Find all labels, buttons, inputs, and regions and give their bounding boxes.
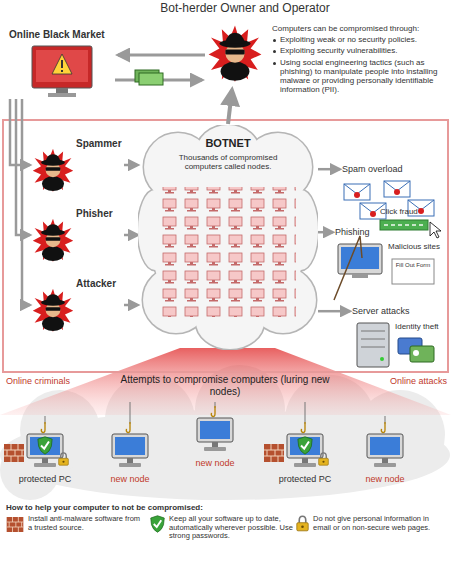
text-label-text: Malicious sites	[388, 242, 448, 251]
text-label: Computers can be compromised through:	[272, 24, 448, 33]
connector-arrow	[124, 164, 138, 167]
node-label: Server attacks	[352, 306, 430, 316]
legend-text: Do not give personal information in emai…	[313, 515, 447, 532]
node-label: protected PC	[6, 474, 84, 484]
bullet-dot	[273, 50, 276, 53]
node-label: Phishing	[335, 227, 377, 237]
node-label: Spammer	[76, 138, 124, 150]
attack-node: Phishing	[333, 226, 379, 238]
criminal-node: Attacker	[30, 275, 124, 335]
connector-arrow	[124, 234, 138, 237]
pc-node: new node	[90, 473, 170, 485]
node-label: Spam overload	[342, 164, 420, 174]
text-label: Attempts to compromise computers (luring…	[120, 374, 330, 397]
text-label: Online criminals	[6, 376, 106, 386]
botnet-cloud: BOTNET Thousands of compromised computers…	[138, 125, 318, 350]
node-label: Phisher	[76, 208, 124, 220]
bullet-text: Exploiting weak or no security policies.	[280, 35, 448, 44]
text-label-text: Online criminals	[6, 376, 106, 386]
text-label-text: Online attacks	[345, 376, 447, 386]
bullet-dot	[273, 62, 276, 65]
bullet-item: Exploiting weak or no security policies.	[272, 35, 448, 44]
text-label: Click fraud	[380, 207, 440, 216]
node-label: new node	[346, 474, 424, 484]
pc-node: new node	[175, 457, 255, 469]
bullet-item: Using social engineering tactics (such a…	[272, 58, 448, 95]
node-caption: Thousands of compromised computers calle…	[160, 153, 296, 171]
node-label: Attacker	[76, 278, 124, 290]
text-label: Online attacks	[345, 376, 447, 386]
legend-text: Keep all your software up to date, autom…	[169, 515, 293, 541]
text-label-text: Attempts to compromise computers (luring…	[120, 374, 330, 397]
text-label-text: How to help your computer to not be comp…	[6, 503, 446, 512]
node-label: BOTNET	[160, 137, 296, 150]
text-label-text: Identity theft	[395, 322, 449, 331]
bullet-dot	[273, 39, 276, 42]
bullet-text: Exploiting security vulnerabilities.	[280, 46, 448, 55]
attack-node: Server attacks	[350, 305, 432, 317]
connector-arrow	[318, 231, 333, 234]
connector-arrow	[318, 310, 350, 313]
node-label: new node	[91, 474, 169, 484]
bullet-text: Using social engineering tactics (such a…	[280, 58, 448, 95]
text-label-text: Click fraud	[380, 207, 440, 216]
connector-arrow	[10, 99, 30, 165]
text-label: How to help your computer to not be comp…	[6, 503, 446, 512]
text-label: Identity theft	[395, 322, 449, 331]
attack-node: Spam overload	[340, 163, 422, 175]
pc-node: protected PC	[265, 473, 345, 485]
text-label-text: Fill Out Form	[393, 262, 433, 269]
criminal-node: Phisher	[30, 205, 124, 265]
pc-node: new node	[345, 473, 425, 485]
bullet-item: Exploiting security vulnerabilities.	[272, 46, 448, 55]
market-node: Online Black Market	[5, 27, 110, 99]
text-label: Fill Out Form	[393, 262, 433, 269]
diagram-title: Bot-herder Owner and Operator	[130, 2, 360, 16]
node-label: new node	[176, 458, 254, 468]
node-label: Online Black Market	[9, 29, 106, 41]
connector-arrow	[124, 304, 138, 307]
node-label: protected PC	[266, 474, 344, 484]
text-label-text: Computers can be compromised through:	[272, 24, 448, 33]
criminal-node: Spammer	[30, 135, 124, 195]
connector-arrow	[318, 168, 340, 171]
pc-node: protected PC	[5, 473, 85, 485]
legend-text: Install anti-malware software from a tru…	[28, 515, 143, 532]
connector-arrow	[22, 99, 30, 305]
text-label: Malicious sites	[388, 242, 448, 251]
